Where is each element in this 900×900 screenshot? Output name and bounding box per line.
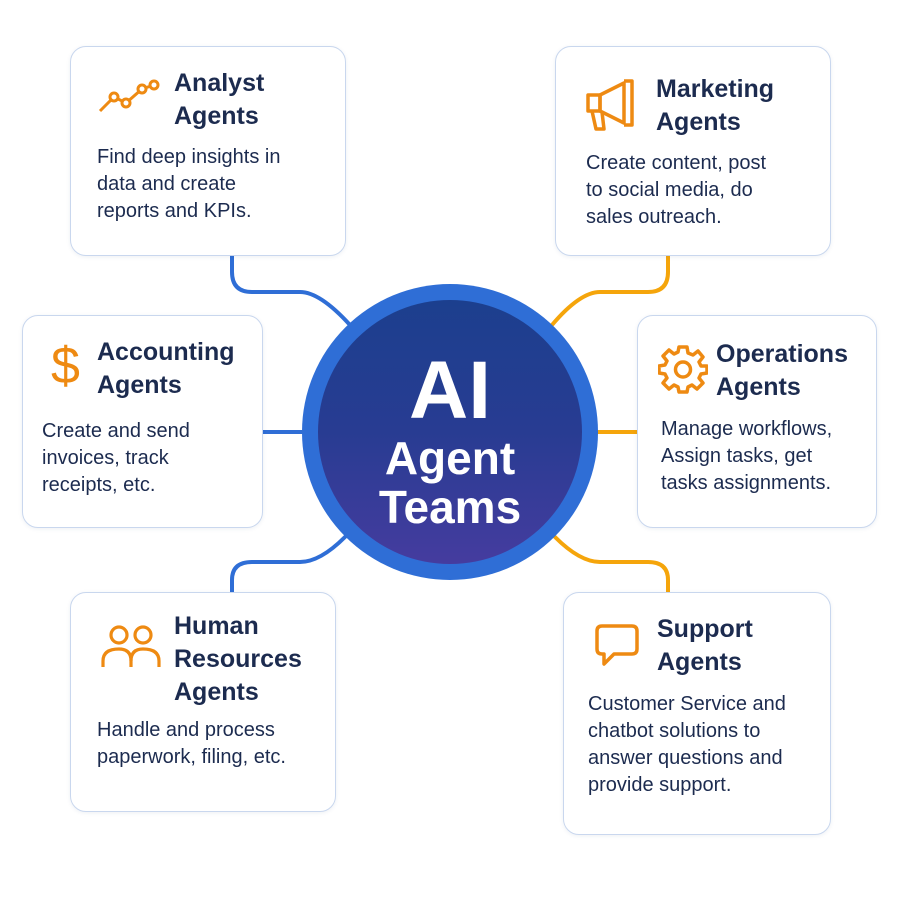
card-title: Human [174,612,259,640]
card-desc-line: sales outreach. [586,206,722,228]
card-desc-line: receipts, etc. [42,474,156,496]
megaphone-icon [586,79,634,131]
card-title: Analyst [174,69,265,97]
card-title: Support [657,615,753,643]
connector-analyst [230,254,352,327]
card-title: Resources [174,645,302,673]
card-desc-line: Assign tasks, get [661,445,813,467]
card-desc-line: to social media, do [586,179,753,201]
card-desc-line: Manage workflows, [661,418,833,440]
connector-support [553,535,670,594]
card-human-resources-agents: Human Resources Agents Handle and proces… [70,592,336,812]
card-operations-agents: Operations Agents Manage workflows, Assi… [637,315,877,528]
chat-bubble-icon [595,624,639,666]
card-desc-line: data and create [97,173,236,195]
card-title: Accounting [97,338,235,366]
card-desc-line: Customer Service and [588,693,786,715]
card-support-agents: Support Agents Customer Service and chat… [563,592,831,835]
card-desc-line: paperwork, filing, etc. [97,746,286,768]
dollar-icon: $ [51,337,80,395]
card-title: Marketing [656,75,775,103]
card-title: Agents [656,108,741,136]
hub-title-agent: Agent [384,432,516,484]
card-title: Agents [97,371,182,399]
card-title: Agents [716,373,801,401]
card-desc-line: reports and KPIs. [97,200,252,222]
card-title: Agents [657,648,742,676]
card-desc-line: chatbot solutions to [588,720,761,742]
card-desc-line: provide support. [588,774,732,796]
card-desc-line: Handle and process [97,719,275,741]
connector-marketing [550,254,670,327]
line-chart-icon [98,79,160,113]
card-desc-line: answer questions and [588,747,783,769]
card-title: Agents [174,678,259,706]
center-hub: AI Agent Teams [302,284,598,580]
card-title: Operations [716,340,848,368]
card-analyst-agents: Analyst Agents Find deep insights in dat… [70,46,346,256]
people-icon [101,625,161,667]
card-marketing-agents: Marketing Agents Create content, post to… [555,46,831,256]
card-desc-line: invoices, track [42,447,169,469]
card-desc-line: Create and send [42,420,190,442]
card-accounting-agents: $ Accounting Agents Create and send invo… [22,315,263,528]
card-title: Agents [174,102,259,130]
connector-hr [230,535,347,594]
gear-icon [658,345,708,394]
hub-title-ai: AI [409,345,491,436]
card-desc-line: tasks assignments. [661,472,832,494]
card-desc-line: Create content, post [586,152,767,174]
card-desc-line: Find deep insights in [97,146,281,168]
hub-title-teams: Teams [378,481,522,533]
